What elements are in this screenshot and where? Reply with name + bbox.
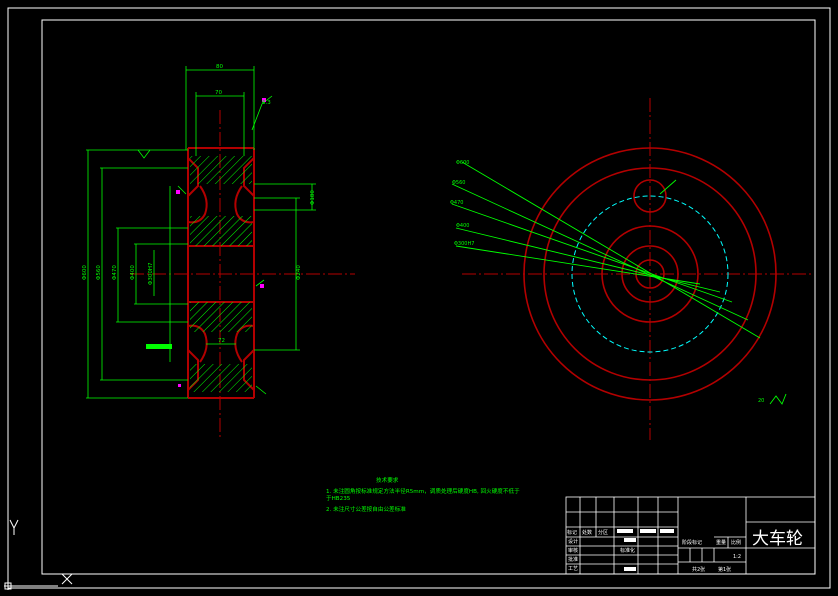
bolt-circle <box>571 195 729 353</box>
inner-frame <box>41 19 816 575</box>
ucs-icon <box>4 519 73 590</box>
dim-d560: Φ560 <box>96 265 102 280</box>
tb-label-process: 工艺 <box>568 566 578 572</box>
tb-sheet-total: 共2张 <box>692 566 705 573</box>
tech-req-line-3: 2. 未注尺寸公差按自由公差标准 <box>326 507 406 513</box>
tb-label-std: 标准化 <box>620 547 635 554</box>
tb-label-mark: 标记 <box>567 529 577 536</box>
tech-requirements: 技术要求 1. 未注圆角按标准规定方法半径R5mm，调质处理后硬度HB, 回火硬… <box>326 478 526 514</box>
dim-d400: Φ400 <box>130 265 136 280</box>
tb-label-count: 处数 <box>582 529 592 536</box>
hatch-bottom-rim <box>190 364 252 392</box>
dim-roughness: 6.3 <box>262 100 271 106</box>
tb-label-design: 设计 <box>568 538 578 545</box>
svg-text:Φ560: Φ560 <box>452 180 465 186</box>
hatch-hub-bottom <box>190 302 252 332</box>
dim-d300: Φ300H7 <box>148 262 154 285</box>
tb-label-stage: 阶段标记 <box>682 539 702 546</box>
tb-scale: 1:2 <box>733 554 741 560</box>
drawing-title: 大车轮 <box>752 529 803 549</box>
svg-text:Φ300H7: Φ300H7 <box>454 241 474 247</box>
dim-d470: Φ470 <box>112 265 118 280</box>
hatch-top-rim <box>190 156 252 184</box>
svg-text:Φ600: Φ600 <box>456 160 469 166</box>
dim-inner-width: 70 <box>215 90 222 96</box>
svg-text:Φ400: Φ400 <box>456 223 469 229</box>
tb-label-check: 审核 <box>568 547 578 554</box>
dim-d600: Φ600 <box>82 265 88 280</box>
outer-frame <box>7 7 831 589</box>
dim-top-width: 80 <box>216 64 223 70</box>
dim-inner-gap: 72 <box>218 338 225 344</box>
tb-label-ratio: 比例 <box>731 539 741 546</box>
tb-label-weight: 重量 <box>716 539 726 546</box>
tech-req-line-2: 于HB235 <box>326 496 351 502</box>
hatch-hub-top <box>190 216 252 246</box>
tech-req-line-1: 1. 未注圆角按标准规定方法半径R5mm，调质处理后硬度HB, 回火硬度不低于 <box>326 489 520 495</box>
tb-label-zone: 分区 <box>598 529 608 536</box>
front-view: Φ600 Φ560 Φ470 Φ400 Φ300H7 20 <box>450 98 812 440</box>
tech-requirements-heading: 技术要求 <box>376 478 399 484</box>
svg-text:20: 20 <box>758 398 764 404</box>
section-view: 80 70 6.3 72 Φ240 Φ600 Φ560 Φ470 Φ400 Φ3… <box>82 64 355 440</box>
tb-sheet-no: 第1张 <box>718 566 731 573</box>
key-marker <box>146 344 172 349</box>
dim-right: Φ240 <box>296 265 302 280</box>
dim-d180: Φ180 <box>310 190 316 205</box>
title-block <box>565 496 816 575</box>
tb-label-approve: 批准 <box>568 556 578 563</box>
svg-text:Φ470: Φ470 <box>450 200 463 206</box>
